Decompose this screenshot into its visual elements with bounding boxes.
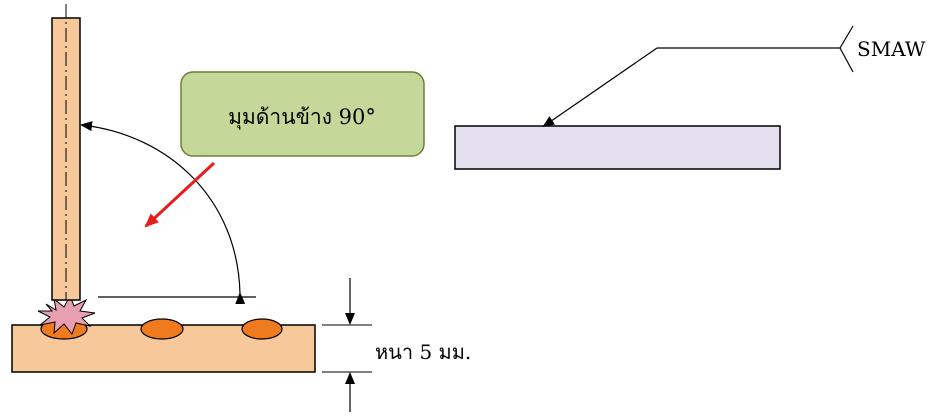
angle-callout: มุมด้านข้าง 90° <box>180 71 425 157</box>
symbol-plate <box>454 125 781 170</box>
symbol-tail-upper <box>839 25 854 49</box>
arc-spatter <box>37 294 96 336</box>
callout-label: มุมด้านข้าง 90° <box>228 105 376 130</box>
thickness-label: หนา 5 มม. <box>375 340 471 364</box>
angle-arc <box>80 121 246 305</box>
callout-box <box>180 71 425 157</box>
weld-bead-2 <box>140 318 184 340</box>
welding-symbol: SMAW <box>454 25 926 170</box>
travel-direction-arrow <box>144 161 216 228</box>
symbol-leader-arrow <box>542 47 658 128</box>
process-label: SMAW <box>857 37 926 61</box>
symbol-tail-lower <box>839 47 854 73</box>
welding-setup <box>11 4 316 373</box>
weld-bead-3 <box>241 318 283 340</box>
thickness-dimension: หนา 5 มม. <box>322 278 471 412</box>
